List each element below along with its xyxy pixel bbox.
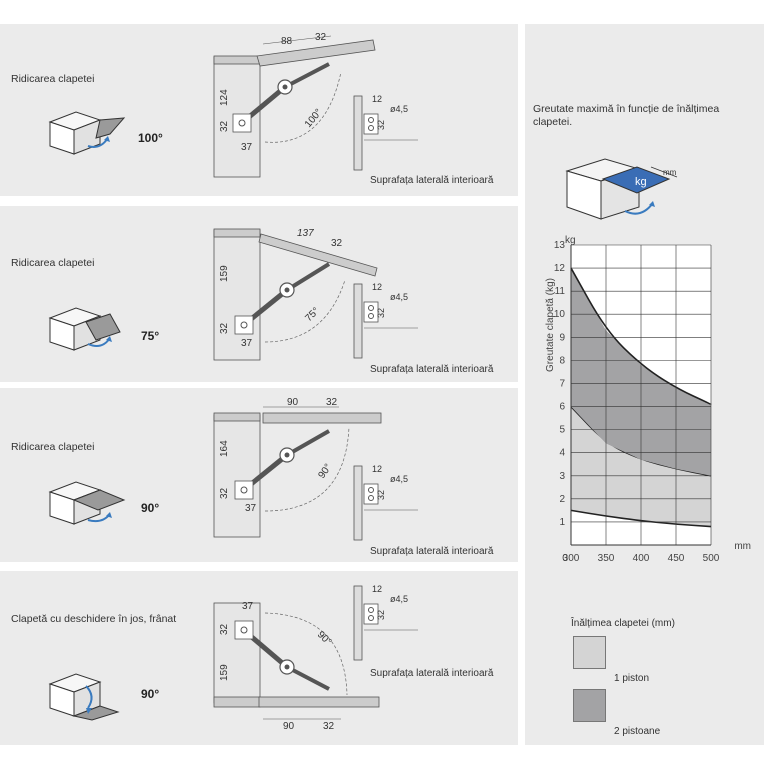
cabinet-cube-icon-1 [48, 111, 126, 155]
angle-label-4: 90° [141, 687, 160, 701]
detail-drawing-3: 12 ø4,5 32 [353, 464, 418, 541]
y-tick-label: 13 [554, 240, 566, 251]
y-tick-label: 1 [559, 517, 565, 528]
cabinet-cube-icon-3 [48, 481, 126, 525]
mechanism-drawing-2: 137 32 159 32 37 75° [213, 228, 378, 361]
dim-base-2: 32 [219, 322, 230, 334]
y-tick-label: 10 [554, 309, 566, 320]
mechanism-drawing-3: 90 32 164 32 37 90° [213, 397, 382, 538]
surface-caption-3: Suprafața laterală interioară [370, 546, 494, 557]
dim-arc-2: 75° [303, 306, 321, 324]
dim-joint-4: 32 [323, 721, 335, 732]
dim-base-3: 32 [219, 487, 230, 499]
dim-joint-3: 32 [326, 397, 338, 408]
y-unit-label: kg [565, 235, 576, 246]
detail-width-1: 12 [372, 94, 382, 104]
dim-arc-4: 90° [315, 629, 333, 647]
detail-width-2: 12 [372, 282, 382, 292]
detail-drawing-2: 12 ø4,5 32 [353, 282, 418, 359]
y-tick-label: 6 [559, 402, 565, 413]
section-label-4: Clapetă cu deschidere în jos, frânat [11, 613, 177, 625]
legend-label-2-pistoane: 2 pistoane [614, 726, 661, 737]
y-tick-label: 5 [559, 425, 565, 436]
detail-height-4: 32 [376, 610, 386, 620]
y-axis-title: Greutate clapetă (kg) [545, 278, 556, 372]
y-tick-label: 2 [559, 494, 565, 505]
detail-height-1: 32 [376, 120, 386, 130]
x-tick-label: 450 [668, 553, 685, 564]
detail-hole-3: ø4,5 [390, 474, 408, 484]
detail-hole-2: ø4,5 [390, 292, 408, 302]
y-tick-label: 8 [559, 355, 565, 366]
y-tick-label: 9 [559, 332, 565, 343]
dim-height-4: 159 [219, 664, 230, 681]
dim-arc-3: 90° [316, 462, 334, 481]
legend-title: Înălțimea clapetei (mm) [571, 618, 675, 629]
legend-swatch-2-pistoane [573, 689, 606, 722]
y-tick-label: 4 [559, 448, 565, 459]
surface-caption-2: Suprafața laterală interioară [370, 364, 494, 375]
dim-base-4: 32 [219, 623, 230, 635]
chart-panel-title: Greutate maximă în funcție de înălțimea … [533, 103, 720, 128]
surface-caption-1: Suprafața laterală interioară [370, 175, 494, 186]
x-tick-label: 400 [633, 553, 650, 564]
x-tick-label: 300 [563, 553, 580, 564]
cabinet-cube-icon-4 [48, 673, 120, 721]
dim-width-4: 90 [283, 721, 295, 732]
detail-width-3: 12 [372, 464, 382, 474]
dim-offset-3: 37 [245, 503, 257, 514]
legend-swatch-1-piston [573, 636, 606, 669]
x-tick-label: 350 [598, 553, 615, 564]
dim-arc-1: 100° [303, 107, 325, 130]
dim-offset-2: 37 [241, 338, 253, 349]
legend-label-1-piston: 1 piston [614, 673, 650, 684]
surface-caption-4: Suprafața laterală interioară [370, 668, 494, 679]
dim-height-3: 164 [219, 440, 230, 457]
x-tick-label: 0 [562, 553, 568, 564]
dim-joint-1: 32 [315, 32, 327, 43]
dim-width-2: 137 [297, 228, 314, 239]
detail-width-4: 12 [372, 584, 382, 594]
dim-height-1: 124 [219, 89, 230, 106]
cabinet-cube-icon-2 [48, 307, 121, 351]
dim-width-1: 88 [281, 36, 293, 47]
x-unit-label: mm [734, 541, 751, 552]
dim-offset-1: 37 [241, 142, 253, 153]
angle-label-1: 100° [138, 131, 163, 145]
angle-label-3: 90° [141, 501, 160, 515]
dim-width-3: 90 [287, 397, 299, 408]
x-tick-label: 500 [703, 553, 720, 564]
y-tick-label: 3 [559, 471, 565, 482]
dim-base-1: 32 [219, 120, 230, 132]
detail-drawing-4: 12 ø4,5 32 [353, 584, 418, 661]
dim-offset-4: 37 [242, 601, 254, 612]
detail-height-3: 32 [376, 490, 386, 500]
mechanism-drawing-4: 37 32 159 90 32 90° [213, 601, 380, 732]
y-tick-label: 7 [559, 378, 565, 389]
box-kg-label: kg [635, 176, 647, 188]
dim-height-2: 159 [219, 265, 230, 282]
box-mm-label: mm [663, 168, 677, 177]
y-tick-label: 12 [554, 263, 566, 274]
detail-hole-1: ø4,5 [390, 104, 408, 114]
section-label-3: Ridicarea clapetei [11, 441, 95, 453]
detail-height-2: 32 [376, 308, 386, 318]
section-label-2: Ridicarea clapetei [11, 257, 95, 269]
detail-drawing-1: 12 ø4,5 32 [353, 94, 418, 171]
detail-hole-4: ø4,5 [390, 594, 408, 604]
dim-joint-2: 32 [331, 238, 343, 249]
y-tick-label: 11 [555, 286, 566, 297]
weight-box-icon: kg mm [565, 158, 678, 220]
section-label-1: Ridicarea clapetei [11, 73, 95, 85]
angle-label-2: 75° [141, 329, 160, 343]
mechanism-drawing-1: 88 32 124 32 37 100° [213, 32, 376, 178]
